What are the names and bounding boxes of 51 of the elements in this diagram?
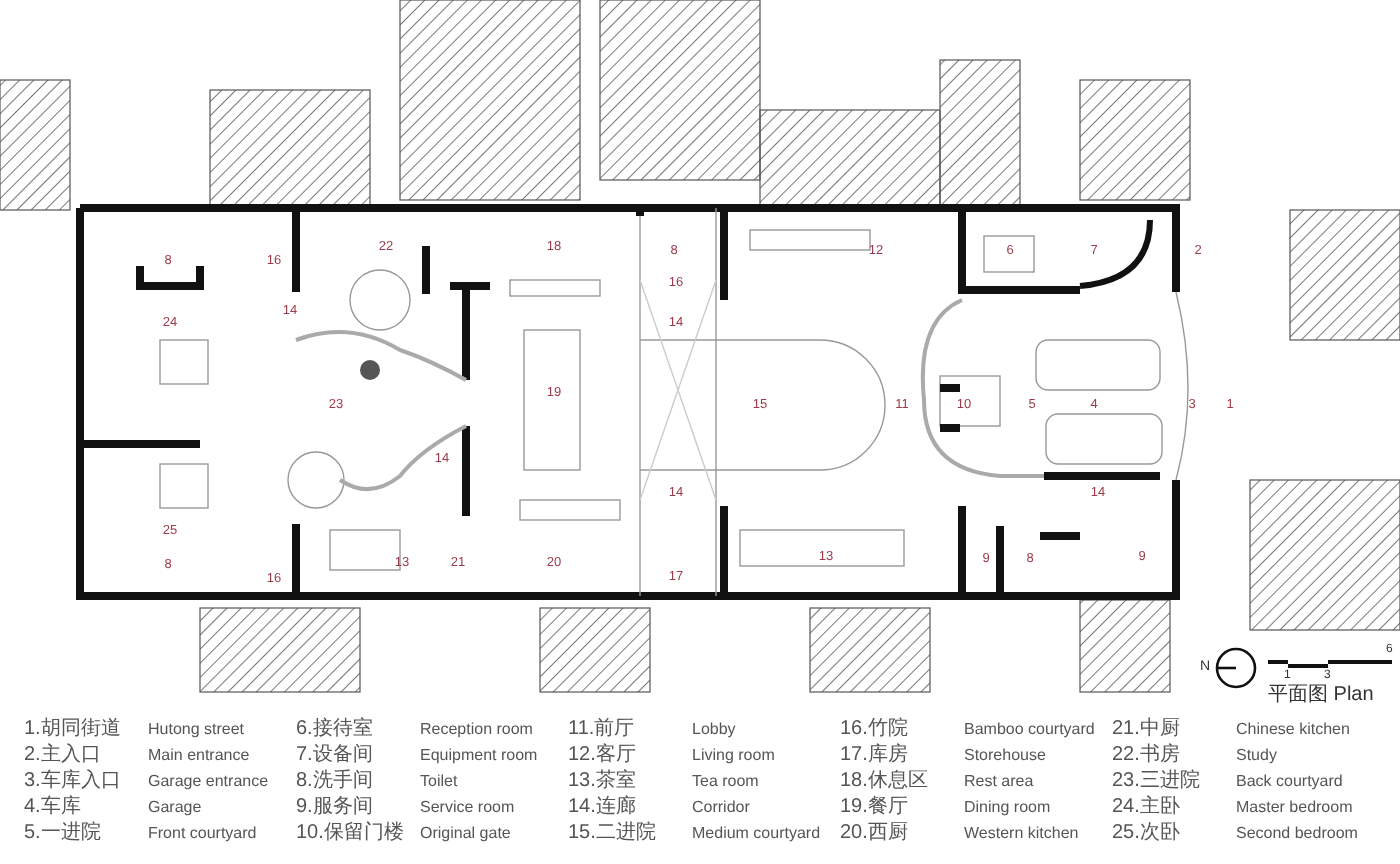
room-key: 18.休息区 (840, 772, 928, 792)
room-key: 3.车库入口 (24, 772, 121, 792)
room-key: 1.胡同街道 (24, 720, 121, 740)
room-key: 12.客厅 (568, 746, 636, 766)
room-name: Chinese kitchen (1236, 722, 1350, 738)
room-key: 9.服务间 (296, 798, 373, 818)
room-name: Main entrance (148, 748, 250, 764)
room-name: Medium courtyard (692, 826, 821, 842)
room-name: Living room (692, 748, 775, 764)
room-key: 21.中厨 (1112, 720, 1180, 740)
room-key: 22.书房 (1112, 746, 1180, 766)
plan-title: 平面图 Plan (1268, 686, 1374, 706)
room-key: 8.洗手间 (296, 772, 373, 792)
room-key: 11.前厅 (568, 720, 635, 740)
room-name: Toilet (420, 774, 458, 790)
room-key: 13.茶室 (568, 772, 636, 792)
room-name: Study (1236, 748, 1277, 764)
room-key: 20.西厨 (840, 824, 908, 844)
room-name: Back courtyard (1236, 774, 1343, 790)
room-name: Tea room (692, 774, 759, 790)
room-key: 5.一进院 (24, 824, 101, 844)
room-name: Garage (148, 800, 202, 816)
room-key: 7.设备间 (296, 746, 373, 766)
room-name: Bamboo courtyard (964, 722, 1095, 738)
room-name: Second bedroom (1236, 826, 1358, 842)
room-key: 10.保留门楼 (296, 824, 404, 844)
room-key: 2.主入口 (24, 746, 101, 766)
room-name: Storehouse (964, 748, 1046, 764)
room-name: Service room (420, 800, 515, 816)
room-name: Dining room (964, 800, 1051, 816)
room-key: 14.连廊 (568, 798, 636, 818)
room-name: Lobby (692, 722, 736, 738)
room-name: Original gate (420, 826, 511, 842)
room-name: Reception room (420, 722, 533, 738)
room-key: 16.竹院 (840, 720, 908, 740)
room-key: 4.车库 (24, 798, 81, 818)
room-key: 23.三进院 (1112, 772, 1200, 792)
room-name: Equipment room (420, 748, 538, 764)
room-name: Rest area (964, 774, 1034, 790)
room-key: 6.接待室 (296, 720, 373, 740)
room-name: Western kitchen (964, 826, 1079, 842)
room-name: Garage entrance (148, 774, 269, 790)
room-name: Corridor (692, 800, 750, 816)
room-key: 15.二进院 (568, 824, 656, 844)
room-key: 25.次卧 (1112, 824, 1180, 844)
room-name: Master bedroom (1236, 800, 1353, 816)
room-name: Front courtyard (148, 826, 257, 842)
room-name: Hutong street (148, 722, 245, 738)
room-key: 24.主卧 (1112, 798, 1180, 818)
room-key: 17.库房 (840, 746, 908, 766)
room-key: 19.餐厅 (840, 798, 908, 818)
